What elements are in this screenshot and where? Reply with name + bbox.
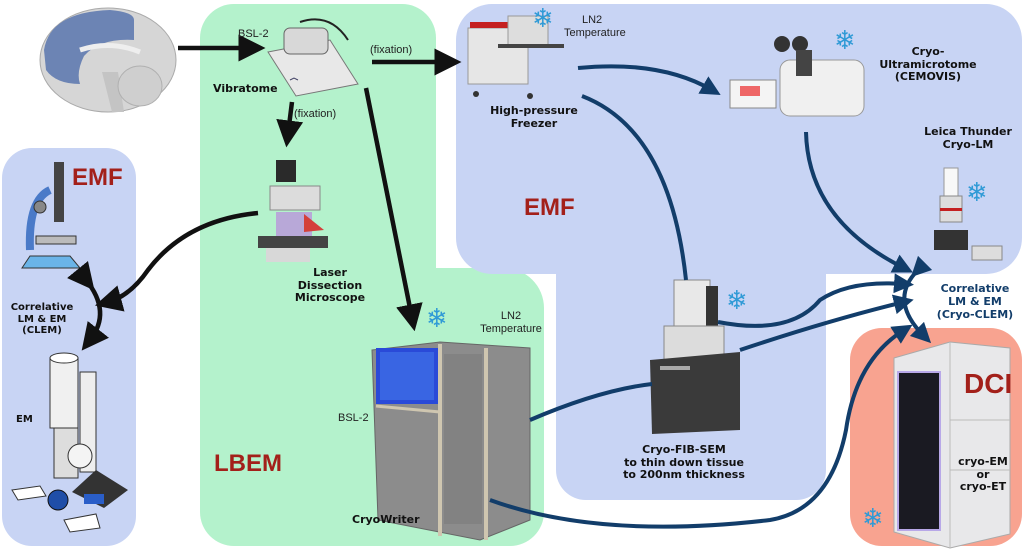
vibratome-label: Vibratome (213, 82, 278, 95)
light-microscope-illustration (21, 162, 82, 269)
fixation-label-down: (fixation) (294, 108, 337, 120)
bsl2-label: BSL-2 (238, 28, 269, 40)
snowflake-icon: ❄ (834, 26, 856, 56)
high-pressure-freezer-label: High-pressure Freezer (490, 104, 578, 130)
emf-left-label: EMF (72, 164, 123, 191)
cryo-fib-sem-label: Cryo-FIB-SEM to thin down tissue to 200n… (623, 443, 745, 482)
snowflake-icon: ❄ (862, 504, 884, 534)
snowflake-icon: ❄ (426, 304, 448, 334)
cryo-ultramicrotome-label: Cryo- Ultramicrotome (CEMOVIS) (879, 45, 977, 84)
arrow-cryowriter-to-fibsem (529, 382, 653, 422)
lbem-label: LBEM (214, 450, 282, 477)
leica-thunder-illustration (934, 167, 1003, 261)
vibratome-illustration (267, 18, 359, 97)
black-arrows (67, 34, 462, 351)
arrow-cryowriter-to-krios (489, 324, 913, 529)
cryo-ultramicrotome-illustration (729, 36, 865, 117)
fixation-label-right: (fixation) (370, 44, 413, 56)
clem-label: Correlative LM & EM (CLEM) (10, 302, 74, 336)
arrow-vibratome-to-cryowriter (363, 87, 423, 332)
emf-right-label: EMF (524, 194, 575, 221)
cryowriter-ln2-label: LN2 Temperature (480, 310, 542, 335)
arrow-lcm-to-clem (94, 210, 259, 312)
arrow-hpf-to-cemovis (577, 64, 721, 95)
brain-illustration (39, 7, 177, 113)
cryo-em-et-label: cryo-EM or cryo-ET (958, 455, 1008, 494)
cryo-clem-label: Correlative LM & EM (Cryo-CLEM) (936, 282, 1014, 322)
arrow-clem-bidirectional-cryo (902, 255, 933, 344)
cryowriter-illustration (371, 341, 531, 541)
cryo-fib-sem-illustration (650, 279, 740, 434)
arrow-fibsem-to-clem-1 (717, 273, 914, 328)
cryo-em-microscope-illustration (893, 341, 1011, 549)
snowflake-icon: ❄ (726, 286, 748, 316)
arrow-fibsem-to-clem-2 (739, 294, 914, 352)
arrow-cemovis-to-clem (804, 131, 913, 273)
arrow-clem-bidirectional (67, 261, 109, 351)
laser-dissection-microscope-label: Laser Dissection Microscope (294, 266, 366, 305)
dci-label: DCI (964, 368, 1013, 399)
snowflake-icon: ❄ (966, 178, 988, 208)
hpf-ln2-label: LN2 Temperature (564, 14, 626, 39)
laser-dissection-microscope-illustration (258, 160, 328, 262)
arrow-hpf-to-fibsem (581, 94, 688, 281)
electron-microscope-illustration (11, 352, 128, 533)
snowflake-icon: ❄ (532, 4, 554, 34)
cryo-arrows (489, 64, 933, 529)
em-label: EM (16, 414, 33, 425)
arrow-vibratome-to-lcm (276, 101, 304, 148)
cryowriter-bsl2-label: BSL-2 (338, 412, 369, 424)
leica-thunder-label: Leica Thunder Cryo-LM (924, 125, 1012, 151)
high-pressure-freezer-illustration (467, 15, 564, 99)
cryowriter-label: CryoWriter (352, 513, 420, 526)
